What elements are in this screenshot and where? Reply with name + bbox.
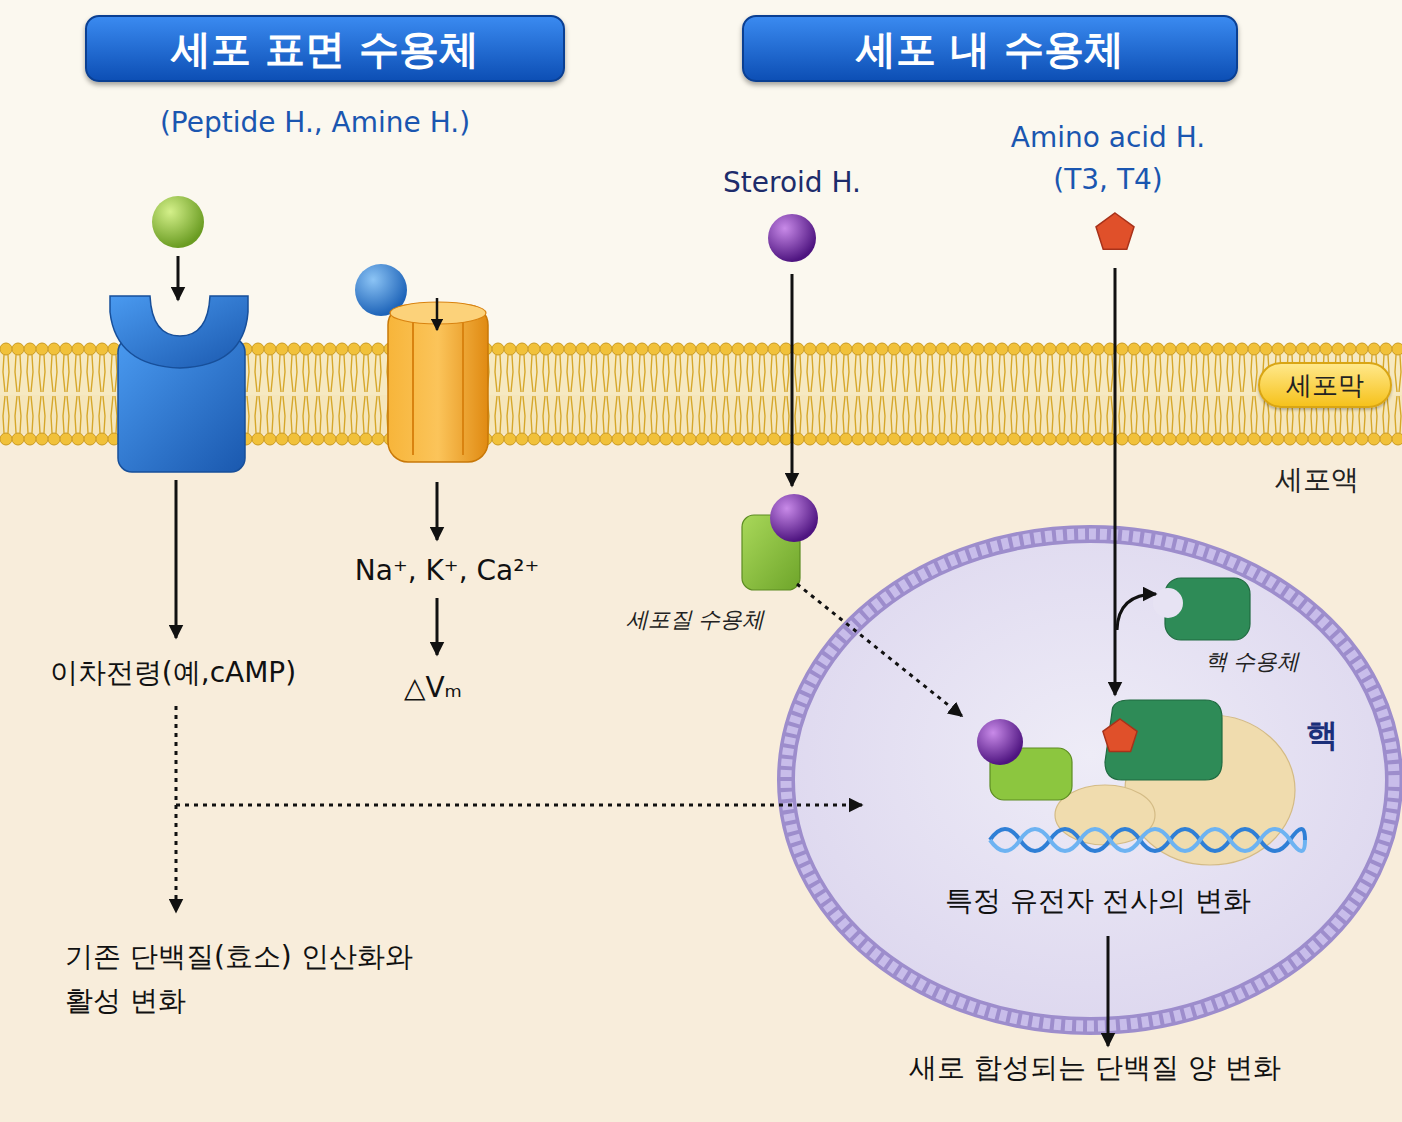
membrane-label: 세포막	[1286, 369, 1364, 402]
text-holder: △Vₘ	[404, 670, 462, 705]
membrane-tag: 세포막	[1258, 362, 1392, 408]
nucleus-outline	[786, 534, 1394, 1026]
nucleus-outline	[777, 525, 1402, 1035]
flow-arrows	[436, 598, 439, 655]
text-holder: Steroid H.	[723, 165, 861, 200]
flow-arrows	[1117, 594, 1156, 630]
annotation-text: 세포액	[1275, 462, 1359, 497]
nucleus-outline	[786, 534, 1394, 1026]
transcription-complex	[990, 829, 1305, 851]
steroid-hormone	[768, 214, 816, 262]
transcription-complex	[977, 719, 1023, 765]
text-holder: 세포 표면 수용체	[171, 24, 479, 74]
annotation-text: 이차전령(예,cAMP)	[50, 655, 296, 690]
flow-arrows	[175, 480, 178, 638]
dotted-arrows	[797, 584, 962, 716]
flow-arrows	[177, 256, 180, 300]
flow-arrows	[1107, 936, 1110, 1046]
ion-channel	[388, 305, 488, 462]
text-holder: 핵	[1306, 715, 1338, 755]
text-holder: 세포액	[1275, 462, 1359, 497]
section-banner: 세포 표면 수용체	[85, 15, 565, 82]
text-holder: 핵 수용체	[1205, 648, 1300, 676]
receptor-label: 세포질 수용체	[626, 606, 765, 634]
text-holder: 세포질 수용체	[626, 606, 765, 634]
nucleus-text: 핵	[1306, 715, 1338, 755]
text-holder: 이차전령(예,cAMP)	[50, 655, 296, 690]
receptor-label: 핵 수용체	[1205, 648, 1300, 676]
background	[0, 0, 1402, 395]
cytoplasmic-receptor	[742, 494, 818, 590]
text-holder: 세포막	[1286, 369, 1364, 402]
dotted-arrows	[176, 584, 962, 912]
transcription-complex	[1153, 588, 1183, 618]
thyroid-hormone	[1096, 213, 1134, 249]
text-holder: (Peptide H., Amine H.)	[160, 105, 470, 140]
text-holder: 세포 내 수용체	[856, 24, 1124, 74]
flow-arrows	[791, 274, 794, 486]
section-title: 세포 내 수용체	[856, 24, 1124, 74]
dotted-arrows	[176, 804, 862, 807]
cytoplasmic-receptor	[770, 494, 818, 542]
flow-arrows	[436, 482, 439, 540]
background	[0, 395, 1402, 1122]
ion-channel	[390, 302, 486, 324]
ion-channel	[412, 318, 414, 455]
text-holder: 특정 유전자 전사의 변화	[945, 883, 1252, 918]
annotation-text: 기존 단백질(효소) 인산화와 활성 변화	[65, 935, 465, 1023]
flow-arrows	[176, 256, 1156, 1046]
flow-arrows	[1114, 268, 1117, 695]
transcription-complex	[977, 578, 1305, 865]
peptide-ligand	[152, 196, 204, 248]
surface-receptor	[110, 296, 248, 472]
flow-arrows	[436, 298, 439, 330]
annotation-text: 새로 합성되는 단백질 양 변화	[909, 1050, 1281, 1085]
section-title: 세포 표면 수용체	[171, 24, 479, 74]
annotation-text: Steroid H.	[723, 165, 861, 200]
section-banner: 세포 내 수용체	[742, 15, 1238, 82]
surface-receptor	[110, 296, 248, 368]
annotation-text: (Peptide H., Amine H.)	[160, 105, 470, 140]
ion-channel	[462, 318, 464, 455]
transcription-complex	[1103, 719, 1137, 752]
text-holder: Amino acid H. (T3, T4)	[988, 117, 1228, 201]
nucleus: 핵특정 유전자 전사의 변화	[777, 525, 1402, 1035]
text-holder: 새로 합성되는 단백질 양 변화	[909, 1050, 1281, 1085]
dotted-arrows	[175, 706, 178, 912]
steroid-hormone	[768, 214, 816, 262]
text-holder: Na⁺, K⁺, Ca²⁺	[355, 553, 539, 588]
transcription-complex	[990, 829, 1305, 851]
peptide-ligand	[152, 196, 204, 248]
annotation-text: △Vₘ	[404, 670, 462, 705]
annotation-text: Na⁺, K⁺, Ca²⁺	[355, 553, 539, 588]
thyroid-hormone	[1096, 213, 1134, 249]
text-holder: 기존 단백질(효소) 인산화와 활성 변화	[65, 935, 465, 1023]
ion-channel	[388, 302, 488, 462]
annotation-text: Amino acid H. (T3, T4)	[988, 117, 1228, 201]
nucleus-text: 특정 유전자 전사의 변화	[945, 883, 1252, 918]
